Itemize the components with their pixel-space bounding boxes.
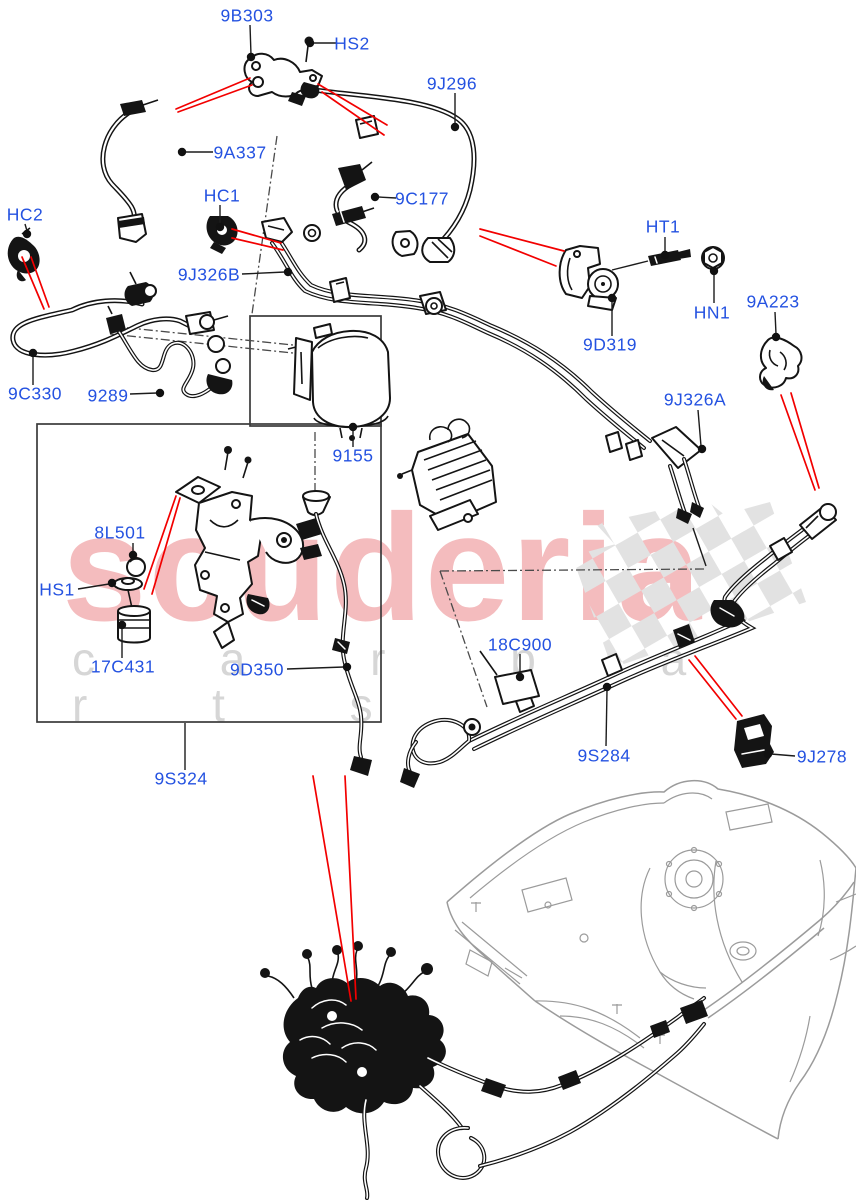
mounting-bracket-drawing: [175, 446, 322, 649]
part-label-9a223[interactable]: 9A223: [746, 291, 800, 312]
part-label-9a337[interactable]: 9A337: [213, 142, 267, 163]
part-label-9b303[interactable]: 9B303: [220, 5, 274, 26]
junction-9j326a-drawing: [605, 426, 704, 524]
part-label-hc1[interactable]: HC1: [203, 185, 241, 206]
part-label-8l501[interactable]: 8L501: [94, 522, 146, 543]
clip-hc1-drawing: [206, 216, 238, 254]
fuel-tank-drawing: [446, 780, 856, 1140]
part-label-9c177[interactable]: 9C177: [394, 188, 450, 209]
clip-9a223-drawing: [759, 336, 803, 391]
clip-hc2-drawing: [7, 227, 40, 282]
hose-9289-drawing: [106, 305, 233, 399]
fuel-pump-module-drawing: [260, 941, 708, 1200]
hose-9j296-drawing: [300, 82, 477, 263]
red-pointer-arrows: [21, 77, 820, 1002]
part-label-9j278[interactable]: 9J278: [796, 746, 848, 767]
part-label-9j326a[interactable]: 9J326A: [663, 389, 727, 410]
part-label-9j326b[interactable]: 9J326B: [177, 264, 241, 285]
part-label-hc2[interactable]: HC2: [6, 204, 44, 225]
part-label-9d350[interactable]: 9D350: [229, 659, 285, 680]
part-label-hs2[interactable]: HS2: [334, 33, 370, 54]
fuel-lines-9s284-drawing: [400, 503, 837, 788]
heat-shield-18c900-drawing: [479, 650, 540, 705]
part-label-9s324[interactable]: 9S324: [154, 768, 208, 789]
part-label-9289[interactable]: 9289: [87, 385, 129, 406]
part-label-9c330[interactable]: 9C330: [7, 383, 63, 404]
part-label-ht1[interactable]: HT1: [645, 216, 681, 237]
part-label-17c431[interactable]: 17C431: [90, 656, 156, 677]
part-label-9j296[interactable]: 9J296: [426, 73, 478, 94]
fuel-cooler-drawing: [397, 418, 497, 531]
part-label-18c900[interactable]: 18C900: [487, 634, 553, 655]
part-label-hs1[interactable]: HS1: [39, 579, 75, 600]
fuel-lines-9j326b-drawing: [261, 206, 652, 450]
watermark-subtitle-text: c a r p a r t s: [72, 633, 743, 731]
part-label-9d319[interactable]: 9D319: [582, 334, 638, 355]
isolator-stack-drawing: [113, 557, 151, 644]
bracket-9d319-drawing: [558, 245, 725, 311]
fuel-filter-9155-drawing: [287, 323, 391, 441]
hose-9c177-drawing: [333, 161, 419, 257]
part-label-hn1[interactable]: HN1: [693, 302, 731, 323]
watermark-checkered-flag: [572, 500, 806, 668]
filter-mounting-group-box: [36, 423, 382, 723]
part-label-9s284[interactable]: 9S284: [577, 745, 631, 766]
hose-9a337-drawing: [100, 99, 159, 243]
pipe-9d350-drawing: [302, 490, 372, 776]
label-leader-lines: [22, 24, 796, 770]
part-label-9155[interactable]: 9155: [332, 445, 374, 466]
bracket-9j278-drawing: [734, 714, 774, 768]
